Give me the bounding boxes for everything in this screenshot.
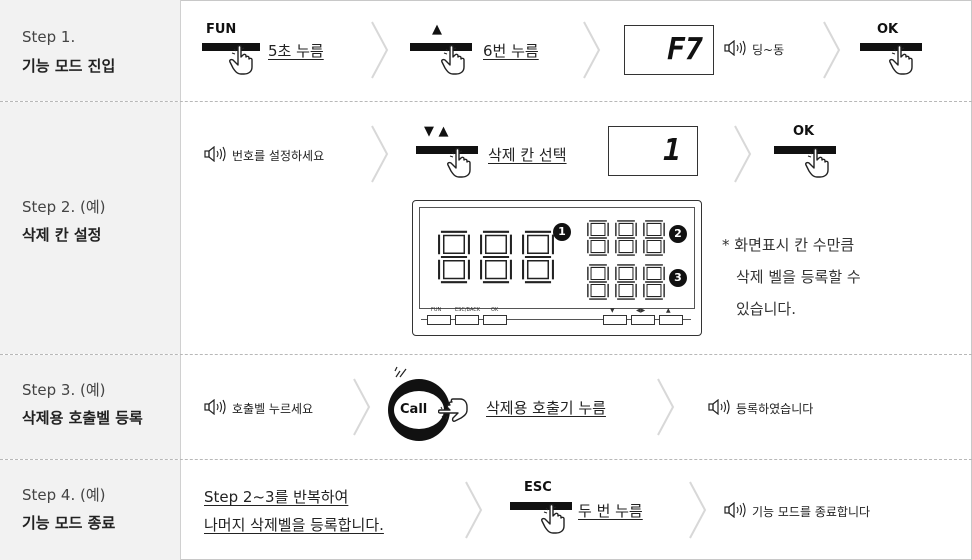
sound-text: 호출벨 누르세요 <box>232 402 314 416</box>
panel-esc-button[interactable] <box>455 315 479 325</box>
step-title: 기능 모드 진입 <box>22 57 116 75</box>
chevron-right-icon <box>352 377 372 437</box>
marker-3: 3 <box>669 269 687 287</box>
step-number: Step 2. (예) <box>22 198 106 216</box>
digit-segment <box>585 263 611 301</box>
fun-action-text: 5초 누름 <box>268 42 324 60</box>
hand-press-icon <box>440 45 470 75</box>
ok-key-label: OK <box>877 22 899 37</box>
chevron-right-icon <box>582 20 602 80</box>
step-number: Step 4. (예) <box>22 486 106 504</box>
hand-press-icon <box>804 148 834 178</box>
digit-segment <box>519 229 557 285</box>
step-number: Step 3. (예) <box>22 381 106 399</box>
hand-press-icon <box>540 504 570 534</box>
marker-1: 1 <box>553 223 571 241</box>
up-action-text: 6번 누름 <box>483 42 539 60</box>
up-key[interactable] <box>410 43 472 51</box>
result-text: 기능 모드를 종료합니다 <box>752 505 871 519</box>
panel-button-label: FUN <box>431 307 442 313</box>
up-key-label: ▲ <box>432 22 442 37</box>
speaker-icon <box>724 40 748 56</box>
panel-button-label: ▼ <box>610 307 615 314</box>
note-line-1: * 화면표시 칸 수만큼 <box>722 236 855 254</box>
chevron-right-icon <box>822 20 842 80</box>
step1-label-cell: Step 1. 기능 모드 진입 <box>0 0 181 101</box>
step-number: Step 1. <box>22 28 76 46</box>
ok-key[interactable] <box>774 146 836 154</box>
hand-press-icon <box>446 148 476 178</box>
panel-up-button[interactable] <box>659 315 683 325</box>
panel-button-label: ESC/BACK <box>455 307 481 313</box>
chevron-right-icon <box>370 20 390 80</box>
signal-lines-icon <box>394 366 407 378</box>
marker-2: 2 <box>669 225 687 243</box>
lcd-display: 1 <box>608 126 698 176</box>
speaker-icon <box>204 399 228 415</box>
ok-key-label: OK <box>793 124 815 139</box>
chevron-right-icon <box>464 480 484 540</box>
sound-text: 번호를 설정하세요 <box>232 149 325 163</box>
digit-segment <box>435 229 473 285</box>
step-title: 기능 모드 종료 <box>22 514 116 532</box>
instruction-line-2: 나머지 삭제벨을 등록합니다. <box>204 516 384 534</box>
step4-row: Step 4. (예) 기능 모드 종료 Step 2~3를 반복하여 나머지 … <box>0 460 972 560</box>
step2-row: Step 2. (예) 삭제 칸 설정 번호를 설정하세요 ▼ ▲ 삭제 칸 선… <box>0 102 972 354</box>
step-title: 삭제용 호출벨 등록 <box>22 409 143 427</box>
chevron-right-icon <box>656 377 676 437</box>
hand-press-icon <box>888 45 918 75</box>
panel-button-label: ◀▶ <box>636 307 646 314</box>
digit-segment <box>477 229 515 285</box>
digit-segment <box>585 219 611 257</box>
note-line-2: 삭제 벨을 등록할 수 <box>736 268 861 286</box>
chevron-right-icon <box>688 480 708 540</box>
sound-text: 딩~동 <box>752 43 785 57</box>
display-value: 1 <box>662 133 681 168</box>
step3-label-cell: Step 3. (예) 삭제용 호출벨 등록 <box>0 355 181 459</box>
digit-segment <box>641 219 667 257</box>
lcd-display: F7 <box>624 25 714 75</box>
panel-button-label: ▲ <box>666 307 671 314</box>
result-text: 등록하였습니다 <box>736 402 814 416</box>
call-label: Call <box>400 402 428 417</box>
fun-key[interactable] <box>202 43 260 51</box>
note-line-3: 있습니다. <box>736 300 796 318</box>
chevron-right-icon <box>370 124 390 184</box>
digit-segment <box>613 219 639 257</box>
speaker-icon <box>708 399 732 415</box>
step2-label-cell: Step 2. (예) 삭제 칸 설정 <box>0 102 181 354</box>
display-value: F7 <box>666 32 703 67</box>
panel-button-label: OK <box>491 307 499 313</box>
esc-key[interactable] <box>510 502 572 510</box>
step-title: 삭제 칸 설정 <box>22 226 102 244</box>
chevron-right-icon <box>733 124 753 184</box>
call-action-text: 삭제용 호출기 누름 <box>486 399 606 417</box>
step4-label-cell: Step 4. (예) 기능 모드 종료 <box>0 460 181 560</box>
digit-segment <box>613 263 639 301</box>
panel-fun-button[interactable] <box>427 315 451 325</box>
down-up-key-label: ▼ ▲ <box>424 124 449 139</box>
panel-down-button[interactable] <box>603 315 627 325</box>
speaker-icon <box>724 502 748 518</box>
ok-key[interactable] <box>860 43 922 51</box>
esc-key-label: ESC <box>524 480 552 495</box>
panel-ok-button[interactable] <box>483 315 507 325</box>
down-up-key[interactable] <box>416 146 478 154</box>
panel-leftright-button[interactable] <box>631 315 655 325</box>
hand-press-icon <box>436 393 470 423</box>
device-panel: 1 2 3 FUN ESC/BACK OK ▼ ◀▶ ▲ <box>412 200 702 336</box>
digit-segment <box>641 263 667 301</box>
select-action-text: 삭제 칸 선택 <box>488 146 567 164</box>
step1-row: Step 1. 기능 모드 진입 FUN 5초 누름 ▲ 6번 누름 F7 딩~… <box>0 0 972 101</box>
hand-press-icon <box>228 45 258 75</box>
step3-row: Step 3. (예) 삭제용 호출벨 등록 호출벨 누르세요 Call 삭제용… <box>0 355 972 459</box>
fun-key-label: FUN <box>206 22 237 37</box>
speaker-icon <box>204 146 228 162</box>
esc-action-text: 두 번 누름 <box>578 502 643 520</box>
instruction-line-1: Step 2~3를 반복하여 <box>204 488 349 506</box>
